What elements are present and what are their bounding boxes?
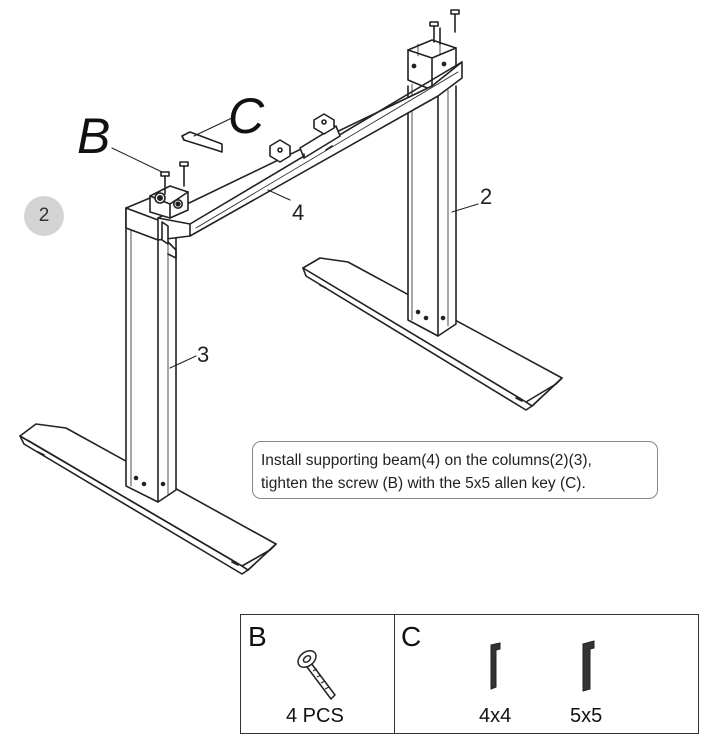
label-screw-b: B (77, 108, 111, 164)
allen-key-drawing (181, 131, 223, 153)
part-b-letter: B (248, 621, 267, 652)
allen-key-5x5-icon (582, 640, 595, 692)
allen-key-5x5-caption: 5x5 (570, 705, 603, 727)
label-column-2: 2 (480, 184, 493, 209)
step-number: 2 (38, 205, 50, 226)
label-beam-4: 4 (292, 200, 305, 225)
allen-key-4x4-icon (490, 642, 501, 690)
parts-divider (394, 615, 395, 733)
screws-left (160, 161, 189, 195)
supporting-beam (149, 61, 463, 245)
allen-key-4x4-caption: 4x4 (479, 705, 512, 727)
label-allen-key-c: C (228, 88, 265, 144)
step-number-badge: 2 (24, 196, 64, 236)
label-column-3: 3 (197, 342, 210, 367)
parts-table: B 4 PCS C 4x4 5x5 (240, 614, 699, 734)
right-column (407, 9, 460, 337)
part-c-letter: C (401, 621, 422, 652)
screw-icon (297, 649, 336, 700)
part-b-caption: 4 PCS (286, 705, 344, 727)
instruction-box: Install supporting beam(4) on the column… (252, 441, 658, 499)
instruction-line-1: Install supporting beam(4) on the column… (261, 452, 592, 469)
instruction-line-2: tighten the screw (B) with the 5x5 allen… (261, 475, 586, 492)
